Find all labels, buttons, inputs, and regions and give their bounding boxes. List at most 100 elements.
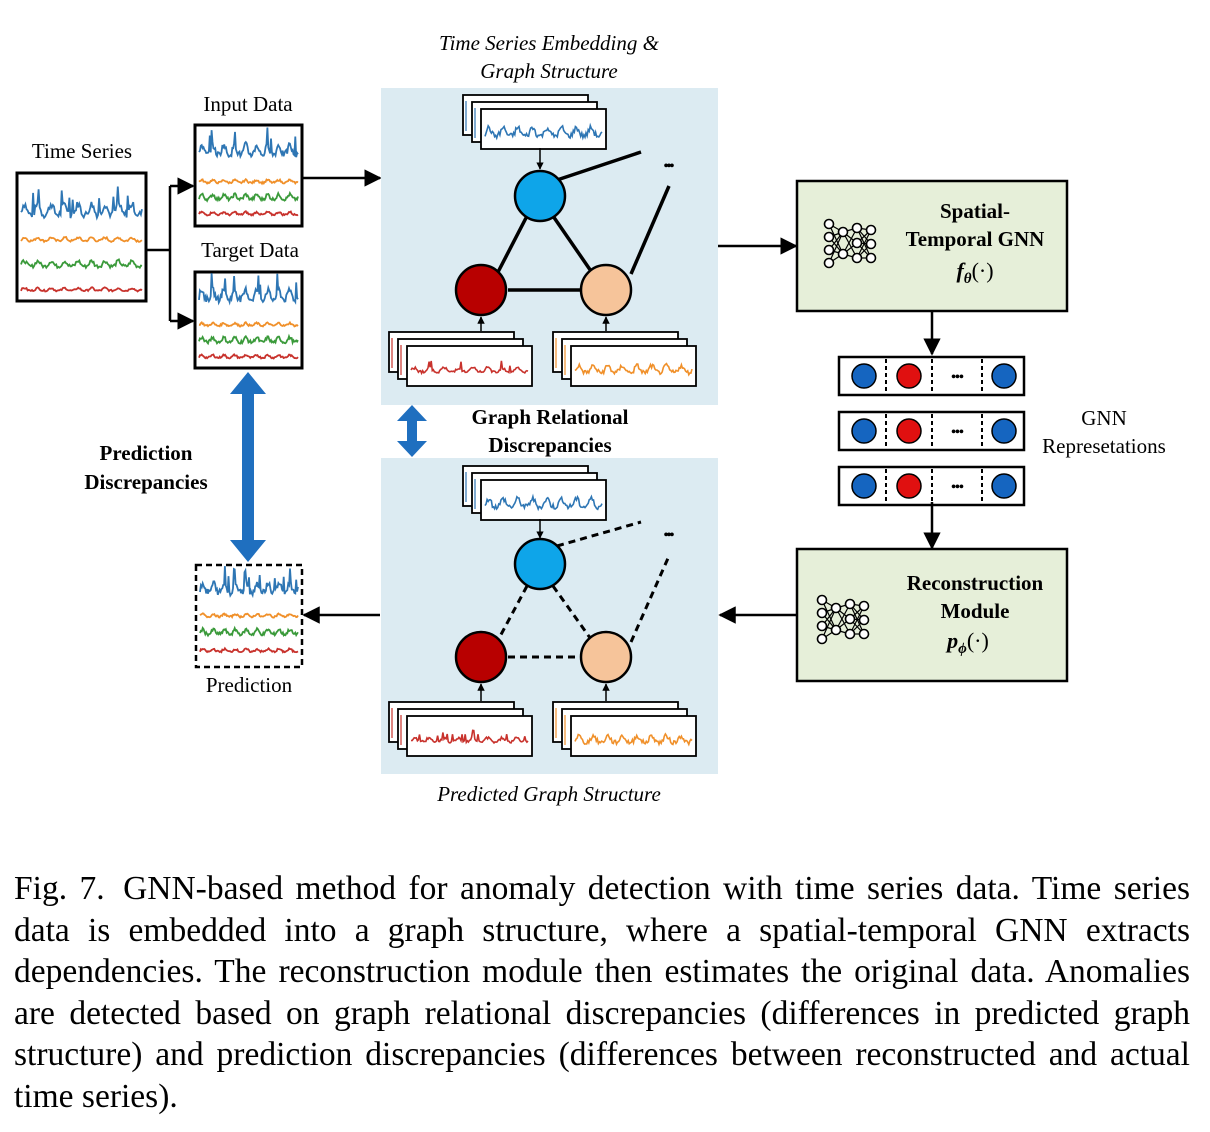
series-line bbox=[20, 235, 143, 244]
series-line bbox=[20, 186, 143, 221]
series-line bbox=[574, 732, 693, 747]
node-peach-predicted bbox=[579, 630, 633, 684]
embedding-title-1: Time Series Embedding & bbox=[439, 31, 660, 55]
series-card bbox=[570, 345, 697, 387]
target-data-label: Target Data bbox=[201, 238, 300, 262]
series-line bbox=[484, 493, 603, 512]
series-line bbox=[198, 353, 299, 360]
series-card bbox=[480, 479, 607, 521]
rep-ellipsis: ••• bbox=[951, 370, 964, 385]
nn-node bbox=[830, 624, 842, 636]
prediction-plot bbox=[194, 563, 304, 669]
nn-node bbox=[844, 628, 856, 640]
graph-relational-label-2: Discrepancies bbox=[488, 433, 611, 457]
st-gnn-label-2: Temporal GNN bbox=[906, 227, 1045, 251]
rep-dot-blue bbox=[851, 418, 877, 444]
gnn-representations: ••• ••• ••• bbox=[837, 355, 1026, 507]
rep-dot-blue bbox=[851, 363, 877, 389]
split-connector bbox=[146, 177, 195, 330]
rep-dot-blue bbox=[991, 418, 1017, 444]
series-line bbox=[199, 566, 299, 599]
nn-node bbox=[851, 237, 863, 249]
prediction-discrepancies-label-2: Discrepancies bbox=[84, 470, 207, 494]
nn-node bbox=[816, 594, 828, 606]
nn-node bbox=[858, 614, 870, 626]
series-line bbox=[410, 360, 529, 376]
predicted-graph-label: Predicted Graph Structure bbox=[436, 782, 661, 806]
node-blue-predicted bbox=[513, 537, 567, 591]
series-line bbox=[198, 190, 299, 203]
neural-network-icon bbox=[823, 218, 877, 269]
recon-label-2: Module bbox=[941, 599, 1010, 623]
prediction-discrepancies-label-1: Prediction bbox=[100, 441, 193, 465]
nn-node bbox=[816, 607, 828, 619]
nn-node bbox=[816, 620, 828, 632]
series-card bbox=[570, 715, 697, 757]
series-line bbox=[198, 177, 299, 186]
nn-node bbox=[823, 231, 835, 243]
series-card bbox=[480, 108, 607, 150]
series-line bbox=[198, 273, 299, 306]
time-series-plot bbox=[15, 171, 148, 303]
caption-lead: Fig. 7. bbox=[14, 870, 105, 907]
nn-node bbox=[844, 613, 856, 625]
nn-node bbox=[844, 598, 856, 610]
series-line bbox=[20, 258, 143, 270]
input-data-label: Input Data bbox=[203, 92, 293, 116]
nn-node bbox=[858, 600, 870, 612]
node-peach bbox=[579, 263, 633, 317]
series-line bbox=[199, 612, 299, 620]
series-line bbox=[198, 333, 299, 346]
series-line bbox=[198, 320, 299, 328]
node-darkred-predicted bbox=[454, 630, 508, 684]
nn-node bbox=[865, 224, 877, 236]
series-line bbox=[484, 122, 603, 141]
reconstruction-module-box: Reconstruction Module pϕ(·) bbox=[795, 547, 1069, 683]
nn-node bbox=[823, 257, 835, 269]
nn-node bbox=[865, 238, 877, 250]
rep-dot-red bbox=[896, 363, 922, 389]
f-theta-formula: fθ(·) bbox=[956, 258, 993, 287]
neural-network-icon bbox=[816, 594, 870, 645]
spatial-temporal-gnn-box: Spatial- Temporal GNN fθ(·) bbox=[795, 179, 1069, 313]
node-blue bbox=[513, 169, 567, 223]
st-gnn-label-1: Spatial- bbox=[940, 199, 1010, 223]
rep-dot-red bbox=[896, 418, 922, 444]
rep-ellipsis: ••• bbox=[951, 480, 964, 495]
target-data-plot bbox=[193, 270, 304, 370]
time-series-label: Time Series bbox=[32, 139, 132, 163]
predicted-graph-panel: ••• bbox=[381, 458, 718, 774]
recon-label-1: Reconstruction bbox=[907, 571, 1044, 595]
caption-text: GNN-based method for anomaly detection w… bbox=[14, 870, 1190, 1115]
nn-node bbox=[837, 226, 849, 238]
nn-node bbox=[865, 252, 877, 264]
prediction-discrepancy-arrow bbox=[230, 372, 266, 562]
rep-dot-red bbox=[896, 473, 922, 499]
series-line bbox=[198, 209, 299, 217]
nn-node bbox=[823, 218, 835, 230]
rep-dot-blue bbox=[991, 363, 1017, 389]
graph-relational-arrow bbox=[397, 405, 427, 457]
embedding-title-2: Graph Structure bbox=[480, 59, 617, 83]
rep-ellipsis: ••• bbox=[951, 425, 964, 440]
gnn-anomaly-diagram: Time Series Input Data Target Data Predi… bbox=[15, 31, 1166, 806]
series-card bbox=[406, 715, 533, 757]
graph-relational-label-1: Graph Relational bbox=[472, 405, 629, 429]
figure-caption: Fig. 7. GNN-based method for anomaly det… bbox=[14, 868, 1190, 1117]
nn-node bbox=[851, 252, 863, 264]
series-line bbox=[199, 625, 299, 638]
rep-dot-blue bbox=[991, 473, 1017, 499]
rep-dot-blue bbox=[851, 473, 877, 499]
nn-node bbox=[837, 248, 849, 260]
embedding-graph-panel: ••• bbox=[381, 88, 718, 405]
input-data-plot bbox=[193, 123, 304, 228]
p-phi-formula: pϕ(·) bbox=[945, 628, 989, 657]
series-line bbox=[199, 646, 299, 654]
series-line bbox=[20, 286, 143, 293]
gnn-reps-label-2: Represetations bbox=[1042, 434, 1166, 458]
nn-node bbox=[851, 222, 863, 234]
gnn-reps-label-1: GNN bbox=[1081, 406, 1127, 430]
series-line bbox=[574, 361, 693, 377]
nn-node bbox=[830, 602, 842, 614]
series-line bbox=[198, 127, 299, 160]
